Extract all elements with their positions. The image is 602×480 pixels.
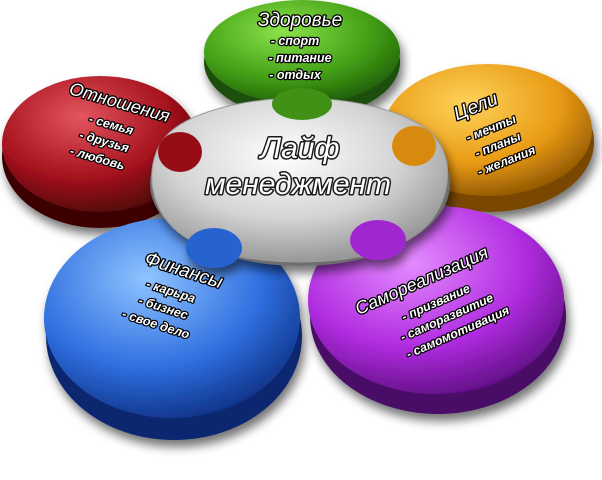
petal-health-item-1: - спорт [271,34,320,48]
petal-health-item-3: - отдых [269,68,322,82]
center-title-line1: Лайф [259,132,340,165]
petal-health-item-2: - питание [268,51,331,65]
goals-knob [392,126,436,166]
center-title-line2: менеджмент [205,168,391,201]
relations-knob [158,132,202,172]
self-knob [350,220,406,260]
petal-health-title: Здоровье [258,10,342,31]
health-knob [272,88,332,120]
finance-knob [186,228,242,268]
